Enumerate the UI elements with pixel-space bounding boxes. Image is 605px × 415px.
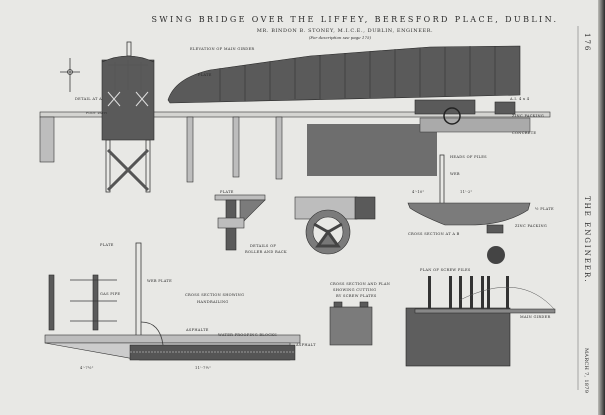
elevation-label: ELEVATION OF MAIN GIRDER — [190, 47, 254, 51]
web-label: WEB — [450, 172, 460, 176]
pile-heads — [419, 117, 531, 133]
plate-label: PLATE — [100, 243, 114, 247]
engineer-credit: MR. BINDON B. STONEY, M.I.C.E., DUBLIN, … — [257, 28, 434, 34]
zinc-packing-label-2: ZINC PACKING — [515, 224, 547, 228]
details-label: DETAILS OF — [250, 244, 276, 248]
plate-title: SWING BRIDGE OVER THE LIFFEY, BERESFORD … — [152, 15, 559, 24]
water-proofing-label: WATER PROOFING BLOCKS — [218, 333, 277, 337]
journal-name: THE ENGINEER. — [583, 196, 591, 284]
description-note: (For description see page 175) — [309, 35, 372, 40]
handrailing-section-label-2: HANDRAILING — [197, 300, 229, 304]
detail-a-ornament — [60, 58, 80, 92]
screw-piles-plan: PLAN OF SCREW PILES MAIN GIRDER — [405, 268, 556, 367]
main-girder-label: MAIN GIRDER — [520, 315, 551, 319]
screw-section-label-2: SHOWING CUTTING — [333, 288, 376, 292]
zinc-packing-label: ZINC PACKING — [512, 114, 544, 118]
plate-label: PLATE — [220, 190, 234, 194]
gas-pipe-label: GAS PIPE — [100, 292, 120, 296]
concrete-label: CONCRETE — [512, 131, 536, 135]
turntable-carriage — [414, 99, 516, 125]
dim-label: 11'-2" — [460, 190, 473, 194]
page-number: 176 — [583, 33, 591, 52]
concrete-abutment — [307, 124, 437, 176]
cross-section-ab: WEB 4'-10" 11'-2" ½ PLATE ZINC PACKING C… — [407, 154, 554, 264]
asphalt-label: ASPHALT — [295, 343, 316, 347]
dim-label: 4'-10" — [412, 190, 425, 194]
angle-label: A.I. 4 x 4 — [509, 97, 530, 101]
dim-label: 4'-7½" — [80, 365, 94, 370]
screw-section-label-3: BY SCREW PLATES — [336, 294, 377, 298]
details-label-2: ROLLER AND RACK — [245, 250, 287, 254]
cross-section-ab-label: CROSS SECTION AT A B — [408, 232, 460, 236]
handrailing-cross-section: PLATE WEB PLATE CROSS SECTION SHOWING HA… — [44, 242, 316, 370]
signal-cabin: DETAIL AT A FOOT PATH — [75, 41, 155, 193]
plan-piles-label: PLAN OF SCREW PILES — [420, 268, 471, 272]
screw-section-label: CROSS SECTION AND PLAN — [330, 282, 390, 286]
timber-piers — [39, 116, 283, 183]
bridge-deck — [39, 111, 551, 118]
half-plate-label: ½ PLATE — [535, 206, 554, 211]
detail-a-label: DETAIL AT A — [75, 97, 102, 101]
asphalte-label: ASPHALTE — [185, 328, 209, 332]
main-girder-elevation: ELEVATION OF MAIN GIRDER PLATE A.I. 4 x … — [167, 45, 530, 104]
issue-date: MARCH 7, 1879 — [583, 348, 589, 393]
screw-plates-section: CROSS SECTION AND PLAN SHOWING CUTTING B… — [329, 282, 390, 346]
heads-of-piles-label: HEADS OF PILES — [450, 155, 487, 159]
roller-and-rack-details: PLATE DETAILS OF ROLLER AND RACK — [214, 190, 376, 255]
foot-path-label: FOOT PATH — [86, 111, 107, 115]
page-edge-shadow — [598, 0, 605, 415]
plate-label: PLATE — [198, 73, 212, 77]
handrailing-section-label: CROSS SECTION SHOWING — [185, 293, 244, 297]
web-plate-label: WEB PLATE — [147, 279, 172, 283]
dim-label: 11'-7½" — [195, 365, 211, 370]
